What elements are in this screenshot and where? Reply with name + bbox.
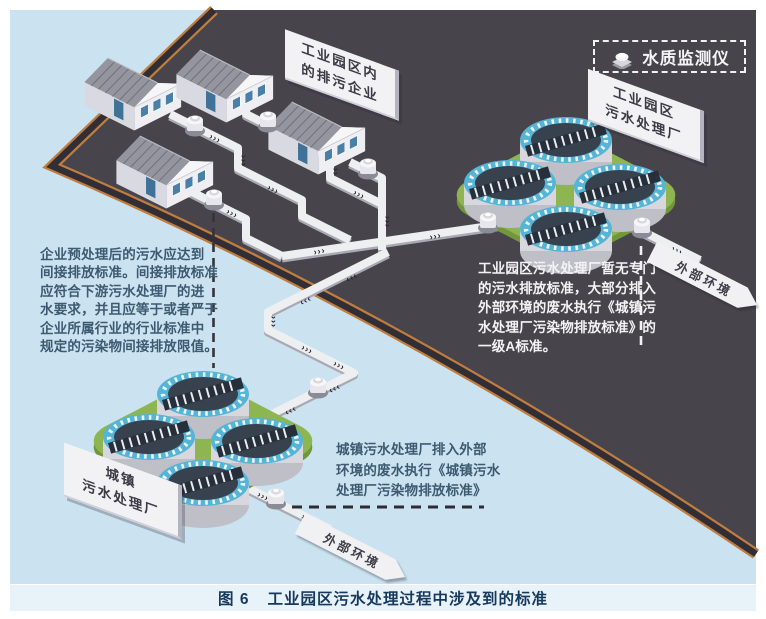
external-env-banner-industrial: 外部环境 [652,240,766,263]
annotation-urban-wwtp-note: 城镇污水处理厂排入外部 环境的废水执行《城镇污水 处理厂污染物排放标准》 [336,440,500,502]
annotation-line: 企业所属行业的行业标准中 [40,320,205,336]
park-boundary-road [42,6,760,559]
annotation-line: 应符合下游污水处理厂的进 [40,283,205,299]
flow-chevron: ››› [283,405,298,419]
flow-chevron: ››› [352,187,367,201]
external-env-banner-urban: 外部环境 [300,512,418,535]
annotation-line: 水要求，并且应等于或者严于 [40,302,219,318]
monitoring-device [358,158,378,180]
flow-chevron: ››› [300,342,315,356]
annotation-line: 外部环境的废水执行《城镇污 [478,300,657,316]
figure-caption-title: 工业园区污水处理过程中涉及到的标准 [267,591,548,608]
annotation-line: 间接排放标准。间接排放标准 [40,265,219,281]
annotation-line: 处理厂污染物排放标准》 [336,483,487,498]
monitoring-device [185,115,205,137]
water-quality-monitor-legend: 水质监测仪 [593,40,746,73]
legend-label: 水质监测仪 [642,49,730,68]
annotation-line: 环境的废水执行《城镇污水 [336,462,501,478]
monitoring-device [266,488,286,510]
industrial-wwtp-plant [456,117,676,274]
flow-chevron: ››› [266,182,281,196]
flow-chevron: ››› [298,295,313,309]
flow-chevron: ››› [256,489,271,503]
annotation-line: 一级A标准。 [478,339,557,355]
flow-chevron: ››› [332,358,347,372]
annotation-indirect-discharge: 企业预处理后的污水应达到 间接排放标准。间接排放标准 应符合下游污水处理厂的进 … [40,246,218,356]
flow-chevron: ››› [208,131,223,145]
monitoring-device [258,111,278,133]
annotation-industrial-wwtp-note: 工业园区污水处理厂暂无专门 的污水排放标准，大部分排入 外部环境的废水执行《城镇… [478,259,656,357]
annotation-line: 企业预处理后的污水应达到 [40,247,205,262]
annotation-line: 规定的污染物间接排放限值。 [40,339,219,355]
flow-chevron: ››› [225,206,240,220]
annotation-line: 工业园区污水处理厂暂无专门 [478,261,657,276]
annotation-line: 的污水排放标准，大部分排入 [478,280,657,296]
flow-chevron: ››› [429,230,443,242]
monitoring-device [204,189,224,211]
flow-chevron: ››› [383,216,393,228]
flow-chevron: ››› [269,316,279,328]
figure-caption-label: 图 6 [218,591,250,608]
monitoring-device [308,377,328,399]
flow-chevron: ››› [313,245,327,257]
flow-chevron: ››› [327,383,342,397]
figure-caption: 图 6 工业园区污水处理过程中涉及到的标准 [10,585,756,611]
flow-chevron: ››› [344,272,359,286]
flow-chevron: ››› [331,164,341,176]
annotation-line: 水处理厂污染物排放标准》的 [478,319,657,335]
monitoring-device [478,212,498,234]
monitoring-device [632,217,652,239]
water-quality-monitor-icon [612,52,633,69]
flow-chevron: ››› [239,155,249,167]
annotation-line: 城镇污水处理厂排入外部 [336,442,487,457]
